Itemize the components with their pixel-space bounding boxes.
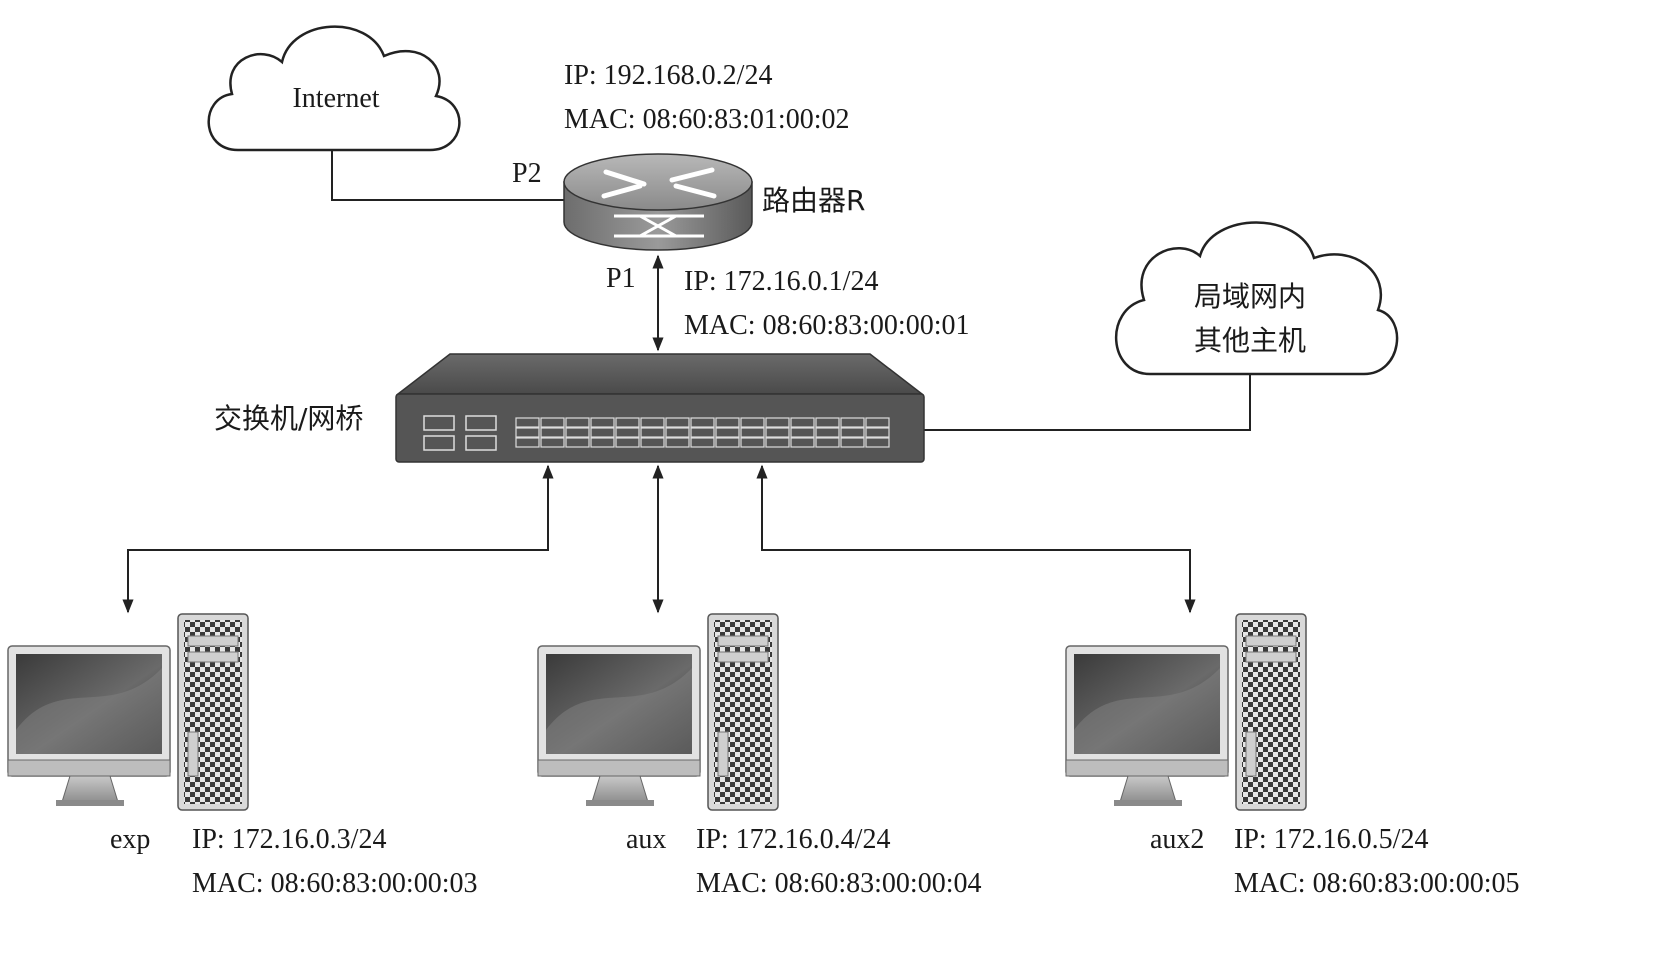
switch-port (615, 427, 640, 438)
switch-icon (395, 353, 925, 463)
switch-port (690, 427, 715, 438)
switch-port (740, 427, 765, 438)
router-port-p2: P2 (512, 158, 542, 189)
lan-cloud: 局域网内 其他主机 (1114, 221, 1399, 376)
router-wan-ip: IP: 192.168.0.2/24 (564, 60, 772, 91)
host-mac: MAC: 08:60:83:00:00:05 (1234, 868, 1519, 899)
switch-lan-link (924, 374, 1251, 431)
router-icon (563, 153, 753, 251)
router-lan-mac: MAC: 08:60:83:00:00:01 (684, 310, 969, 341)
switch-port (540, 417, 565, 428)
internet-router-link (331, 150, 566, 201)
router-lan-ip: IP: 172.16.0.1/24 (684, 266, 878, 297)
host-ip: IP: 172.16.0.4/24 (696, 824, 890, 855)
internet-label: Internet (292, 83, 379, 114)
computer-icon (1065, 613, 1307, 811)
switch-aux2-link (756, 464, 1196, 614)
router-port-p1: P1 (606, 263, 636, 294)
switch-port (515, 427, 540, 438)
switch-port (690, 417, 715, 428)
switch-port (540, 437, 565, 448)
switch-port (765, 427, 790, 438)
switch-port (565, 417, 590, 428)
switch-port (865, 427, 890, 438)
host-aux2: aux2 IP: 172.16.0.5/24 MAC: 08:60:83:00:… (1065, 613, 1519, 899)
switch-port (640, 437, 665, 448)
switch-port (515, 437, 540, 448)
switch-port (840, 437, 865, 448)
host-aux: aux IP: 172.16.0.4/24 MAC: 08:60:83:00:0… (537, 613, 981, 899)
switch-port (840, 417, 865, 428)
switch-port (640, 417, 665, 428)
internet-cloud: Internet (207, 25, 461, 152)
router-name: 路由器R (762, 184, 865, 217)
switch-port (515, 417, 540, 428)
switch-port (665, 427, 690, 438)
host-mac: MAC: 08:60:83:00:00:04 (696, 868, 981, 899)
switch-port (740, 437, 765, 448)
switch-port (790, 417, 815, 428)
switch-port (865, 417, 890, 428)
switch-port (565, 437, 590, 448)
host-mac: MAC: 08:60:83:00:00:03 (192, 868, 477, 899)
switch-port (815, 437, 840, 448)
host-exp: exp IP: 172.16.0.3/24 MAC: 08:60:83:00:0… (7, 613, 477, 899)
switch-port (715, 427, 740, 438)
switch-port (590, 417, 615, 428)
switch-port (790, 427, 815, 438)
host-name: exp (110, 824, 150, 855)
computer-icon (7, 613, 249, 811)
switch-name: 交换机/网桥 (214, 402, 363, 435)
switch-exp-link (122, 464, 554, 614)
switch-port (765, 437, 790, 448)
switch-port (790, 437, 815, 448)
router-wan-mac: MAC: 08:60:83:01:00:02 (564, 104, 849, 135)
computer-icon (537, 613, 779, 811)
switch-port (765, 417, 790, 428)
switch-port (615, 417, 640, 428)
switch-port (865, 437, 890, 448)
switch-port (715, 417, 740, 428)
switch-port (815, 417, 840, 428)
lan-cloud-line2: 其他主机 (1194, 324, 1306, 357)
switch-port (565, 427, 590, 438)
host-ip: IP: 172.16.0.5/24 (1234, 824, 1428, 855)
switch-port (590, 427, 615, 438)
switch-port (590, 437, 615, 448)
switch-port (665, 437, 690, 448)
host-name: aux (626, 824, 666, 855)
switch-port (615, 437, 640, 448)
host-name: aux2 (1150, 824, 1204, 855)
host-ip: IP: 172.16.0.3/24 (192, 824, 386, 855)
switch-port (640, 427, 665, 438)
switch-port (665, 417, 690, 428)
switch-port (840, 427, 865, 438)
switch-port (715, 437, 740, 448)
switch-port (690, 437, 715, 448)
switch-port (740, 417, 765, 428)
lan-cloud-line1: 局域网内 (1194, 280, 1306, 313)
switch-port (540, 427, 565, 438)
switch-port (815, 427, 840, 438)
